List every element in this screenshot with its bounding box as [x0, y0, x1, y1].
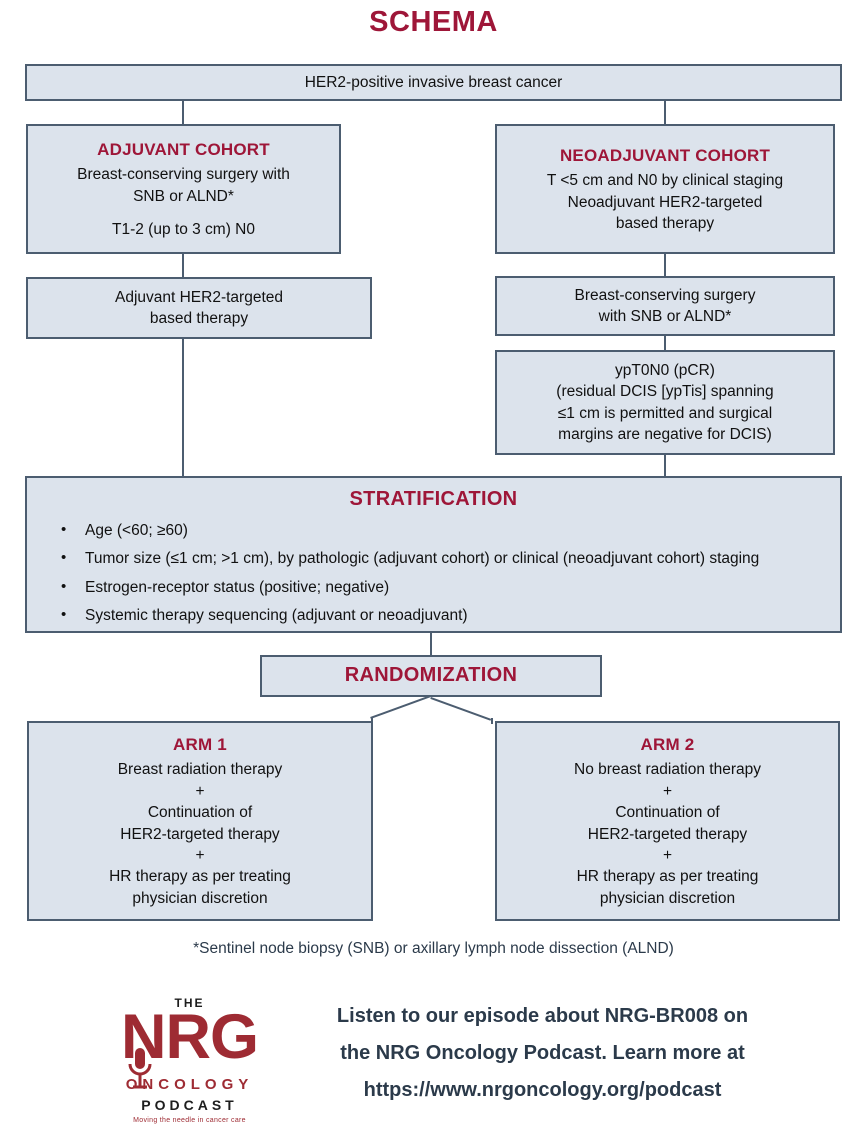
- neoadjuvant-cohort-line1: T <5 cm and N0 by clinical staging: [546, 172, 784, 190]
- adjuvant-cohort-line3: T1-2 (up to 3 cm) N0: [112, 220, 255, 238]
- arm2-box: ARM 2 No breast radiation therapy + Cont…: [495, 721, 840, 921]
- stratification-item: Tumor size (≤1 cm; >1 cm), by pathologic…: [61, 547, 808, 570]
- connector-population-to-neoadjuvant: [664, 100, 666, 124]
- arm1-line5: physician discretion: [132, 889, 268, 907]
- logo-nrg-text: NRG: [121, 1002, 259, 1072]
- arm1-box: ARM 1 Breast radiation therapy + Continu…: [27, 721, 373, 921]
- arm1-heading: ARM 1: [173, 734, 227, 754]
- stratification-list: Age (<60; ≥60) Tumor size (≤1 cm; >1 cm)…: [41, 519, 826, 628]
- arm2-line3: HER2-targeted therapy: [587, 825, 748, 843]
- arm2-line4: HR therapy as per treating: [576, 868, 759, 886]
- footer: THE NRG ONCOLOGY PODCAST Moving the need…: [0, 992, 867, 1131]
- adjuvant-therapy-line1: Adjuvant HER2-targeted: [114, 288, 283, 306]
- neoadjuvant-surgery-line2: with SNB or ALND*: [598, 308, 732, 325]
- stratification-box: STRATIFICATION Age (<60; ≥60) Tumor size…: [25, 476, 842, 633]
- logo-tagline: Moving the needle in cancer care: [133, 1117, 246, 1124]
- adjuvant-cohort-box: ADJUVANT COHORT Breast-conserving surger…: [26, 124, 341, 254]
- neoadjuvant-cohort-line2: Neoadjuvant HER2-targeted: [567, 193, 763, 211]
- arm1-plus2: +: [195, 846, 205, 864]
- connector-population-to-adjuvant: [182, 100, 184, 124]
- arm1-plus1: +: [195, 782, 205, 800]
- adjuvant-cohort-line1: Breast-conserving surgery with: [77, 166, 290, 184]
- promo-line-2: the NRG Oncology Podcast. Learn more at: [340, 1042, 745, 1064]
- connector-stratification-to-randomization: [430, 633, 432, 655]
- arm2-plus2: +: [662, 846, 673, 864]
- randomization-box: RANDOMIZATION: [260, 655, 602, 697]
- stratification-item: Estrogen-receptor status (positive; nega…: [61, 576, 808, 599]
- page-title: SCHEMA: [369, 6, 498, 38]
- podcast-promo: Listen to our episode about NRG-BR008 on…: [308, 992, 778, 1109]
- neoadjuvant-cohort-heading: NEOADJUVANT COHORT: [559, 145, 771, 165]
- arm1-line2: Continuation of: [147, 804, 253, 822]
- arm2-line5: physician discretion: [599, 889, 736, 907]
- adjuvant-therapy-box: Adjuvant HER2-targeted based therapy: [26, 277, 372, 339]
- microphone-icon: [128, 1048, 151, 1089]
- connector-randomization-to-arm2: [430, 697, 492, 721]
- connector-adjuvant-to-therapy: [182, 254, 184, 278]
- arm1-line1: Breast radiation therapy: [117, 761, 283, 779]
- population-box: HER2-positive invasive breast cancer: [25, 64, 842, 101]
- arm2-heading: ARM 2: [640, 734, 695, 754]
- stratification-item: Systemic therapy sequencing (adjuvant or…: [61, 604, 808, 627]
- pcr-line1: ypT0N0 (pCR): [615, 361, 715, 379]
- neoadjuvant-cohort-line3: based therapy: [615, 214, 715, 232]
- adjuvant-cohort-line2: SNB or ALND*: [133, 187, 234, 205]
- footnote: *Sentinel node biopsy (SNB) or axillary …: [193, 940, 674, 957]
- arm2-plus1: +: [662, 782, 673, 800]
- connector-arm2-stub: [491, 718, 493, 724]
- neoadjuvant-surgery-box: Breast-conserving surgery with SNB or AL…: [495, 276, 835, 336]
- population-text: HER2-positive invasive breast cancer: [304, 73, 563, 91]
- pcr-box: ypT0N0 (pCR) (residual DCIS [ypTis] span…: [495, 350, 835, 455]
- logo-the-text: THE: [174, 996, 205, 1010]
- promo-url[interactable]: https://www.nrgoncology.org/podcast: [363, 1079, 722, 1101]
- logo-podcast-text: PODCAST: [141, 1097, 238, 1113]
- stratification-title: STRATIFICATION: [349, 488, 518, 510]
- neoadjuvant-surgery-line1: Breast-conserving surgery: [574, 286, 756, 304]
- nrg-podcast-logo: THE NRG ONCOLOGY PODCAST Moving the need…: [90, 992, 290, 1131]
- logo-oncology-text: ONCOLOGY: [125, 1076, 254, 1093]
- connector-adjuvant-to-stratification: [182, 339, 184, 476]
- pcr-line4: margins are negative for DCIS): [558, 425, 772, 443]
- randomization-label: RANDOMIZATION: [344, 664, 518, 687]
- connector-randomization-to-arm1: [370, 695, 431, 719]
- adjuvant-cohort-heading: ADJUVANT COHORT: [97, 139, 270, 159]
- neoadjuvant-cohort-box: NEOADJUVANT COHORT T <5 cm and N0 by cli…: [495, 124, 835, 254]
- arm1-line3: HER2-targeted therapy: [120, 825, 280, 843]
- connector-pcr-to-stratification: [664, 455, 666, 476]
- connector-surgery-to-pcr: [664, 336, 666, 350]
- connector-neoadjuvant-to-surgery: [664, 254, 666, 276]
- arm2-line2: Continuation of: [615, 804, 720, 822]
- promo-line-1: Listen to our episode about NRG-BR008 on: [336, 1005, 749, 1027]
- pcr-line3: ≤1 cm is permitted and surgical: [557, 404, 773, 422]
- stratification-item: Age (<60; ≥60): [61, 519, 808, 542]
- adjuvant-therapy-line2: based therapy: [149, 310, 249, 327]
- arm2-line1: No breast radiation therapy: [574, 761, 761, 779]
- arm1-line4: HR therapy as per treating: [109, 868, 291, 886]
- pcr-line2: (residual DCIS [ypTis] spanning: [556, 383, 774, 401]
